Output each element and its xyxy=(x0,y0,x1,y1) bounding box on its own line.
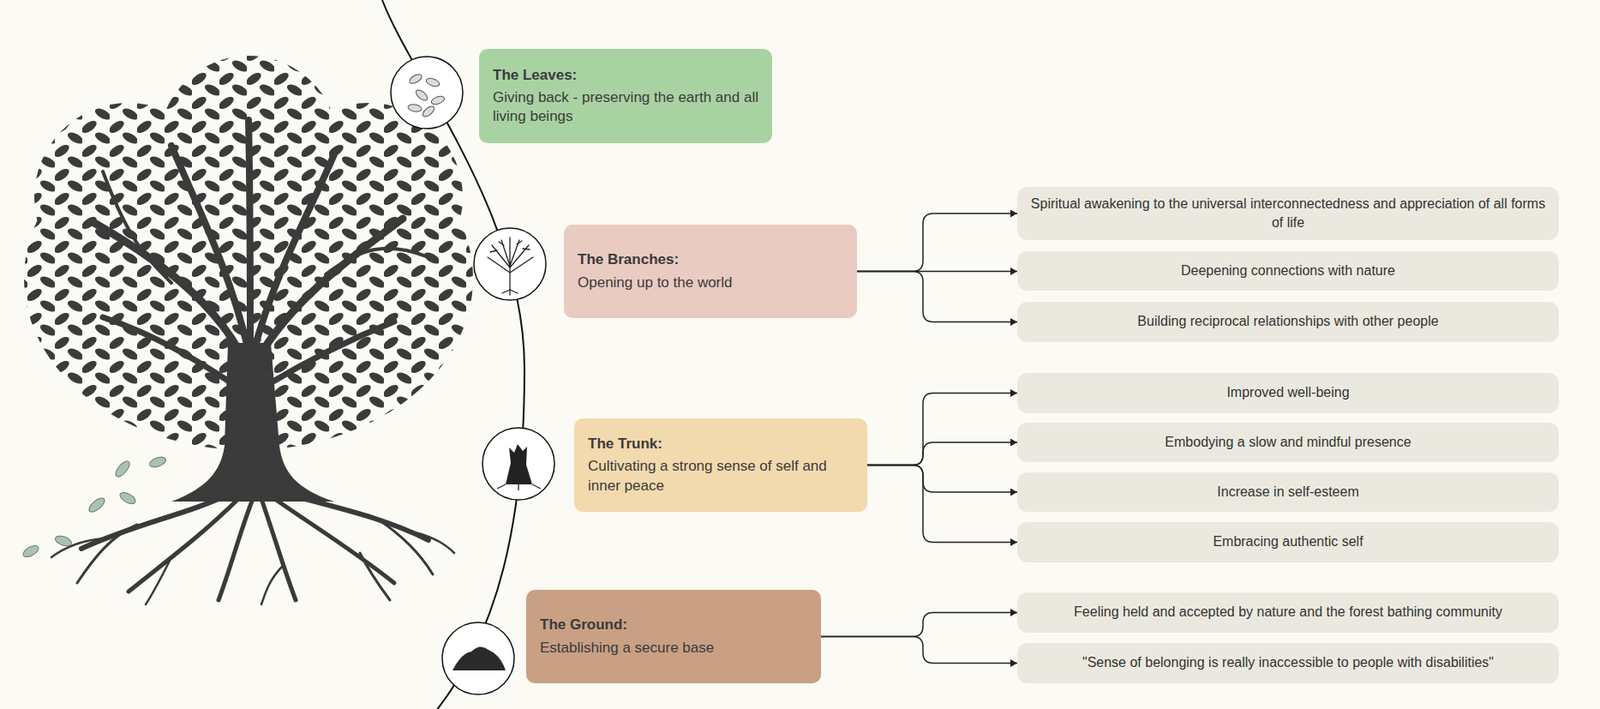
outcome-box: Spiritual awakening to the universal int… xyxy=(1017,186,1559,240)
box-text: Spiritual awakening to the universal int… xyxy=(1029,194,1547,234)
connector-arrow xyxy=(820,612,1018,637)
box-heading: The Branches: xyxy=(577,250,844,270)
outcome-box: "Sense of belonging is really inaccessib… xyxy=(1017,642,1559,684)
theme-box: The Leaves: Giving back - preserving the … xyxy=(479,48,773,144)
outcome-box: Deepening connections with nature xyxy=(1017,251,1559,291)
box-text: Embracing authentic self xyxy=(1212,532,1363,552)
box-heading: The Leaves: xyxy=(492,65,759,85)
box-text: Improved well-being xyxy=(1226,383,1349,402)
box-text: Establishing a secure base xyxy=(539,638,808,658)
box-text: Giving back - preserving the earth and a… xyxy=(492,88,759,126)
theme-box: The Branches: Opening up to the world xyxy=(563,224,857,318)
theme-box: The Trunk:Cultivating a strong sense of … xyxy=(574,418,868,512)
connector-arrow xyxy=(867,442,1018,466)
connector-arrow xyxy=(820,636,1018,664)
connector-arrow xyxy=(856,271,1018,323)
box-heading: The Ground: xyxy=(539,615,808,635)
box-text: Cultivating a strong sense of self and i… xyxy=(587,456,854,495)
box-text: Opening up to the world xyxy=(577,273,844,293)
connector-arrow xyxy=(856,213,1018,272)
box-text: Feeling held and accepted by nature and … xyxy=(1073,602,1503,622)
box-text: Deepening connections with nature xyxy=(1180,261,1396,281)
box-text: Building reciprocal relationships with o… xyxy=(1137,311,1439,331)
outcome-box: Improved well-being xyxy=(1017,372,1559,414)
box-text: Embodying a slow and mindful presence xyxy=(1164,432,1411,452)
outcome-box: Feeling held and accepted by nature and … xyxy=(1017,592,1559,633)
connector-arrow xyxy=(867,465,1018,543)
connector-arrow xyxy=(867,393,1018,466)
connector-arrow xyxy=(867,465,1018,493)
outcome-box: Embracing authentic self xyxy=(1017,521,1559,563)
outcome-box: Increase in self-esteem xyxy=(1017,472,1559,512)
box-text: "Sense of belonging is really inaccessib… xyxy=(1082,653,1494,672)
outcome-box: Building reciprocal relationships with o… xyxy=(1017,301,1559,342)
box-text: Increase in self-esteem xyxy=(1216,482,1359,502)
theme-box: The Ground: Establishing a secure base xyxy=(526,589,821,684)
box-heading: The Trunk: xyxy=(587,434,854,454)
outcome-box: Embodying a slow and mindful presence xyxy=(1017,422,1559,462)
